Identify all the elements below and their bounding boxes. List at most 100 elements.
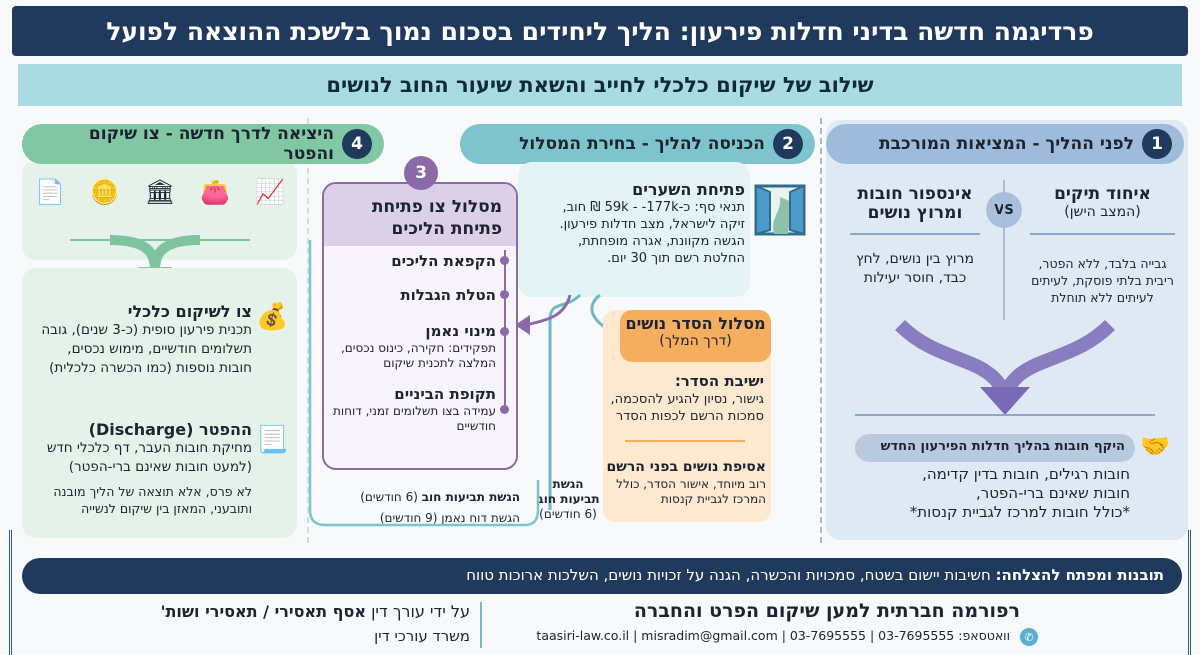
whatsapp-icon[interactable]: ✆ — [1020, 628, 1038, 646]
step-number: 1 — [1142, 129, 1172, 159]
handshake-icon: 🤝 — [1140, 432, 1170, 460]
section-1-header: 1 לפני ההליך - המציאות המורכבת — [826, 124, 1184, 164]
section-4-header: 4 היציאה לדרך חדשה - צו שיקום והפטר — [22, 124, 384, 164]
arrangement-title: מסלול הסדר נושים — [625, 314, 766, 333]
section-title: היציאה לדרך חדשה - צו שיקום והפטר — [88, 124, 334, 164]
insight-text: חשיבות יישום בשטח, סמכויות והכשרה, הגנה … — [466, 566, 996, 584]
growth-money-icon: 📈 — [255, 178, 285, 206]
steps-panel — [22, 160, 297, 260]
firm-name: משרד עורכי דין — [374, 627, 470, 645]
step-number: 3 — [404, 156, 438, 190]
item-title: מינוי נאמן — [425, 322, 496, 340]
item-title: תקופת הביניים — [394, 385, 496, 403]
claims-line: הגשת — [552, 477, 584, 491]
step-number: 2 — [773, 129, 803, 159]
many-debts-title: אינספור חובות ומרוץ נושים — [857, 184, 973, 223]
certificate-icon: 📃 — [256, 425, 289, 455]
divider — [820, 118, 822, 543]
discharge-text: מחיקת חובות העבר, דף כלכלי חדש (למעט חוב… — [46, 440, 252, 475]
section-title: לפני ההליך - המציאות המורכבת — [879, 134, 1134, 154]
insight-banner: תובנות ומפתח להצלחה: חשיבות יישום בשטח, … — [22, 558, 1182, 594]
gates-line: זיקה לישראל, מצב חדלות פירעון. — [559, 217, 745, 232]
opening-order-items: הקפאת הליכים הטלת הגבלות מינוי נאמן תפקי… — [326, 252, 496, 434]
section-before — [826, 120, 1188, 540]
gates: פתיחת השערים תנאי סף: כ-59k - -177k ₪ חו… — [520, 180, 745, 267]
divider — [480, 602, 482, 648]
hand-coin-icon: 🪙 — [89, 178, 120, 206]
section-2-header: 2 הכניסה להליך - בחירת המסלול — [460, 124, 815, 164]
many-debts: אינספור חובות ומרוץ נושים — [850, 185, 980, 223]
assembly-title: אסיפת נושים בפני הרשם — [606, 459, 766, 475]
divider — [625, 440, 745, 442]
outcomes-panel — [22, 268, 297, 538]
rehab-text: תכנית פירעון סופית (כ-3 שנים), גובה תשלו… — [41, 322, 252, 376]
meeting-title: ישיבת הסדר: — [674, 372, 764, 390]
insight-title: תובנות ומפתח להצלחה: — [995, 566, 1164, 584]
divider — [850, 233, 980, 235]
gates-panel — [518, 162, 750, 297]
old-state: איחוד תיקים (המצב הישן) — [1030, 185, 1175, 221]
return-connector — [308, 240, 540, 527]
bank-icon: 🏛 — [144, 178, 176, 206]
timeline-dot — [500, 405, 509, 414]
author-prefix: על ידי עורך דין — [365, 602, 470, 621]
reform-title: רפורמה חברתית למען שיקום הפרט והחברה — [633, 600, 1020, 622]
opening-order-deadlines: הגשת תביעות חוב (6 חודשים) הגשת דוח נאמן… — [330, 487, 520, 529]
timeline-dot — [500, 256, 509, 265]
timeline-dot — [500, 290, 509, 299]
divider — [1030, 233, 1175, 235]
process-icons: 📄 🪙 🏛 👛 📈 — [35, 178, 285, 206]
item-text: עמידה בצו תשלומים זמני, דוחות חודשיים — [332, 404, 496, 433]
item-title: הטלת הגבלות — [400, 286, 496, 304]
old-state-title: איחוד תיקים — [1054, 184, 1151, 204]
meeting-text: גישור, נסיון להגיע להסכמה, סמכות הרשם לכ… — [610, 392, 764, 424]
rehab-order: צו לשיקום כלכלי תכנית פירעון סופית (כ-3 … — [36, 302, 252, 378]
discharge: ההפטר (Discharge) מחיקת חובות העבר, דף כ… — [36, 420, 252, 517]
rehab-title: צו לשיקום כלכלי — [127, 302, 252, 321]
coins-stack-icon: 💰 — [256, 302, 289, 332]
author-name: אסף תאסירי / תאסירי ושות' — [160, 602, 366, 621]
wallet-icon: 👛 — [200, 178, 231, 206]
divider — [855, 414, 1155, 416]
author-line: על ידי עורך דין אסף תאסירי / תאסירי ושות… — [40, 602, 470, 621]
section-title: הכניסה להליך - בחירת המסלול — [519, 134, 765, 154]
open-window-icon — [754, 184, 806, 236]
gates-title: פתיחת השערים — [632, 180, 745, 199]
creditors-assembly: אסיפת נושים בפני הרשם רוב מיוחד, אישור ה… — [606, 458, 766, 507]
claims-line: תביעות חוב — [536, 492, 600, 506]
contact-info[interactable]: וואטסאפ: 03-7695555 | taasiri-law.co.il … — [536, 628, 1010, 643]
opening-order-title: מסלול צו פתיחת פתיחת הליכים — [324, 184, 516, 246]
deadline-claims: הגשת תביעות חוב (6 חודשים) — [330, 487, 520, 508]
step-number: 4 — [342, 129, 372, 159]
scope-line: חובות שאינם ברי-הפטר, — [975, 484, 1130, 502]
frame-ornament — [1188, 530, 1200, 655]
many-debts-text: מרוץ בין נושים, לחץ כבד, חוסר יעילות — [855, 251, 975, 286]
arrangement-header: מסלול הסדר נושים (דרך המלך) — [620, 310, 771, 362]
assembly-text: רוב מיוחד, אישור הסדר, כולל המרכז לגביית… — [616, 477, 766, 506]
old-state-text: גבייה בלבד, ללא הפטר, ריבית בלתי פוסקת, … — [1031, 256, 1174, 305]
gates-line: הגשה מקוונת, אגרה מופחתת, — [577, 234, 745, 249]
document-check-icon: 📄 — [35, 178, 65, 206]
frame-ornament — [0, 530, 12, 655]
page-subtitle: שילוב של שיקום כלכלי לחייב והשאת שיעור ה… — [18, 64, 1182, 106]
item-text: תפקידים: חקירה, כינוס נכסים, המלצה לתכני… — [340, 341, 496, 370]
deadline-bold: הגשת תביעות חוב — [421, 490, 520, 504]
scope-line: *כולל חובות למרכז לגביית קנסות* — [909, 503, 1130, 521]
merge-arrow-icon — [895, 319, 1115, 415]
page-title: פרדיגמה חדשה בדיני חדלות פירעון: הליך לי… — [12, 6, 1188, 56]
scope-text: חובות רגילים, חובות בדין קדימה, חובות שא… — [860, 465, 1130, 522]
divider — [1003, 180, 1005, 320]
timeline-dot — [500, 327, 509, 336]
deadline-rest: (6 חודשים) — [360, 490, 422, 504]
deadline-trustee: הגשת דוח נאמן (9 חודשים) — [379, 511, 520, 525]
item-title: הקפאת הליכים — [391, 252, 496, 270]
scope-line: חובות רגילים, חובות בדין קדימה, — [922, 465, 1130, 483]
arrangement-sub: (דרך המלך) — [659, 333, 732, 349]
old-state-sub: (המצב הישן) — [1064, 204, 1141, 220]
scope-title: היקף חובות בהליך חדלות הפירעון החדש — [855, 434, 1135, 462]
gates-line: תנאי סף: כ-59k - -177k ₪ חוב, — [562, 200, 745, 215]
claims-label: הגשת תביעות חוב (6 חודשים) — [533, 477, 603, 522]
discharge-note: לא פרס, אלא תוצאה של הליך מובנה ותובעני,… — [53, 484, 252, 516]
claims-line: (6 חודשים) — [539, 507, 597, 521]
gates-line: החלטת רשם תוך 30 יום. — [607, 251, 745, 266]
